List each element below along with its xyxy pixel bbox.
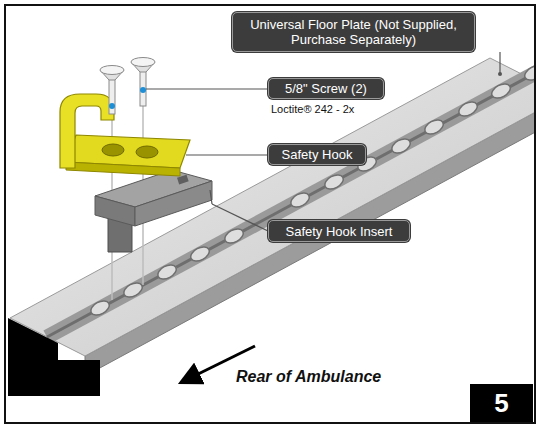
- leader-lines: [146, 52, 502, 231]
- callout-text: 5/8" Screw (2): [285, 81, 367, 96]
- safety-hook: [60, 94, 190, 176]
- screw: [131, 58, 155, 107]
- plate-holes: [88, 63, 534, 318]
- frame: [5, 5, 535, 423]
- direction-label: Rear of Ambulance: [236, 368, 381, 386]
- step-number: 5: [494, 388, 508, 419]
- plate-end-cap: [8, 318, 100, 396]
- plate-slot-line: [47, 57, 534, 337]
- callout-text: Safety Hook Insert: [286, 224, 393, 239]
- callout-box: Safety Hook: [268, 144, 366, 165]
- safety-hook-insert: [95, 170, 212, 252]
- callout-box: Universal Floor Plate (Not Supplied, Pur…: [232, 12, 475, 52]
- callout-text: Universal Floor Plate (Not Supplied, Pur…: [239, 17, 468, 47]
- plate-top: [10, 58, 534, 356]
- step-number-box: 5: [470, 384, 533, 422]
- floor-plate: [8, 57, 534, 396]
- callout-box: 5/8" Screw (2): [268, 78, 384, 99]
- screw: [100, 66, 124, 115]
- callout-text: Safety Hook: [282, 147, 353, 162]
- note-text: Loctite® 242 - 2x: [271, 103, 354, 115]
- plate-slot: [47, 57, 534, 337]
- callout-box: Safety Hook Insert: [268, 220, 410, 242]
